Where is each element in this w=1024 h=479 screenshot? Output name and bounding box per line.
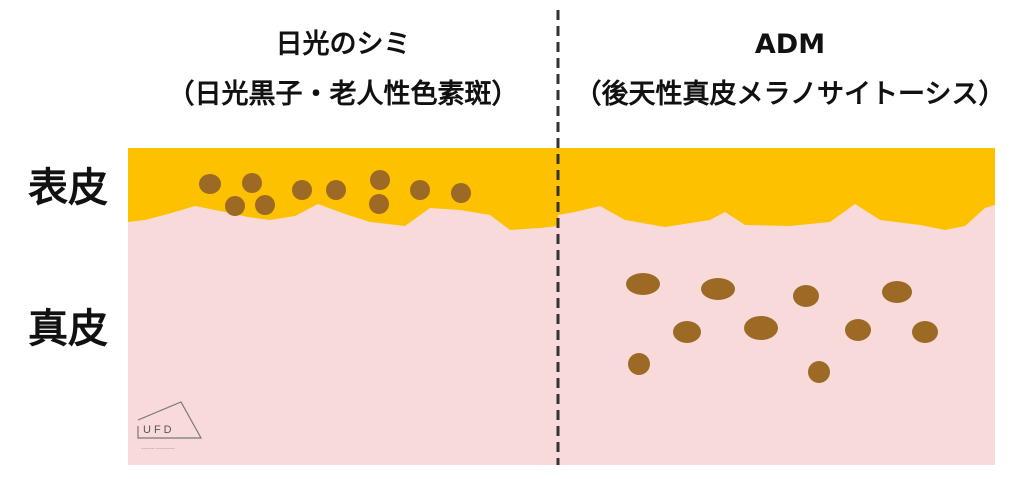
right-title: ADM （後天性真皮メラノサイトーシス） — [560, 28, 1020, 112]
pigment-dot — [793, 285, 819, 307]
right-title-line2: （後天性真皮メラノサイトーシス） — [574, 79, 1006, 110]
pigment-dot — [255, 195, 275, 215]
left-title-line2: （日光黒子・老人性色素斑） — [167, 79, 519, 110]
left-title: 日光のシミ （日光黒子・老人性色素斑） — [128, 28, 558, 112]
pigment-dot — [626, 273, 660, 295]
pigment-dot — [292, 180, 312, 200]
svg-text:~~~~~ ~~~~~~~: ~~~~~ ~~~~~~~ — [141, 447, 175, 452]
pigment-dot — [628, 353, 650, 375]
pigment-dot — [744, 316, 778, 340]
logo: ~~~~~ ~~~~~~~ UFD — [133, 398, 213, 453]
epidermis-label: 表皮 — [28, 165, 108, 211]
pigment-dot — [242, 173, 262, 193]
pigment-dot — [326, 180, 346, 200]
pigment-dot — [882, 281, 912, 303]
right-title-line1: ADM — [754, 29, 826, 60]
pigment-dot — [199, 174, 221, 194]
logo-text: UFD — [143, 424, 175, 436]
pigment-dot — [701, 278, 735, 300]
logo-mark: ~~~~~ ~~~~~~~ — [137, 401, 203, 452]
pigment-dot — [225, 196, 245, 216]
left-title-line1: 日光のシミ — [275, 29, 411, 60]
epidermal-pigment-group — [199, 170, 471, 216]
pigment-dot — [369, 194, 389, 214]
pigment-dot — [410, 180, 430, 200]
epidermis-layer-right — [558, 148, 995, 230]
dermal-pigment-group — [626, 273, 938, 383]
pigment-dot — [808, 361, 830, 383]
pigment-dot — [370, 170, 390, 190]
pigment-dot — [912, 321, 938, 343]
pigment-dot — [451, 183, 471, 203]
pigment-dot — [845, 319, 871, 341]
pigment-dot — [673, 321, 701, 343]
dermis-label: 真皮 — [28, 306, 108, 352]
